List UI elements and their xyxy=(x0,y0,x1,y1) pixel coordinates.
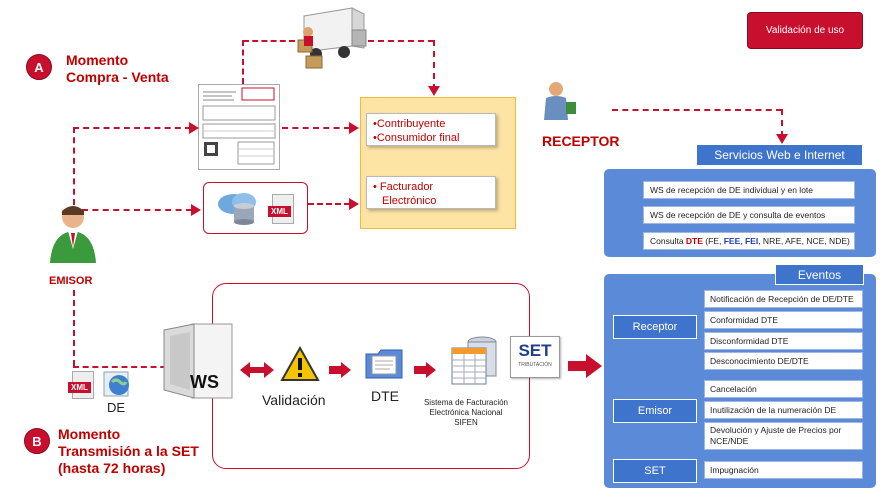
recipient-contribuyente: •Contribuyente xyxy=(373,118,446,130)
delivery-truck-icon xyxy=(297,7,367,69)
connector-truck-left xyxy=(243,40,295,42)
section-b-line1: Momento xyxy=(58,426,121,442)
section-a-badge: A xyxy=(26,54,52,80)
open-door-icon xyxy=(163,323,233,399)
ws-label: WS xyxy=(190,372,219,392)
xml-de-label: XML xyxy=(68,382,91,393)
consulta-comma: , xyxy=(740,236,745,246)
consulta-prefix: Consulta xyxy=(650,236,686,246)
events-set-label: SET xyxy=(613,459,697,483)
events-panel-title: Eventos xyxy=(775,264,864,285)
sifen-line3: SIFEN xyxy=(454,418,478,427)
section-a-title: Momento Compra - Venta xyxy=(66,52,169,86)
section-a-line1: Momento xyxy=(66,52,129,68)
set-logo: SET TRIBUTACIÓN xyxy=(510,336,560,378)
section-a-line2: Compra - Venta xyxy=(66,69,169,85)
cloud-database-icon xyxy=(218,193,256,225)
arrowhead-icon xyxy=(191,204,201,216)
section-b-title: Momento Transmisión a la SET (hasta 72 h… xyxy=(58,426,199,477)
connector-truck-down xyxy=(242,40,244,84)
facturador-line1: • Facturador xyxy=(373,181,434,193)
set-logo-text: SET xyxy=(518,341,552,360)
events-receptor-label: Receptor xyxy=(613,315,697,339)
event-item: Disconformidad DTE xyxy=(704,332,863,350)
ws-consulta-item: Consulta DTE (FE, FEE , FEI , NRE, AFE, … xyxy=(643,232,855,250)
arrowhead-icon xyxy=(189,122,199,134)
connector-cloud-orange xyxy=(308,203,350,205)
receptor-label: RECEPTOR xyxy=(542,133,620,149)
receptor-person-icon xyxy=(544,82,576,120)
section-b-line3: (hasta 72 horas) xyxy=(58,460,166,476)
section-b-badge: B xyxy=(24,428,50,454)
consulta-fei: FEI xyxy=(744,236,759,246)
connector-emisor-down xyxy=(73,290,75,366)
dte-label: DTE xyxy=(371,388,399,404)
connector-emisor-invoice xyxy=(73,127,191,129)
invoice-document-icon xyxy=(198,84,280,170)
event-item: Cancelación xyxy=(704,380,863,398)
ws-panel-title: Servicios Web e Internet xyxy=(697,145,862,165)
warning-icon xyxy=(280,346,320,381)
connector-emisor-cloud xyxy=(82,209,192,211)
recipient-types-box: •Contribuyente •Consumidor final xyxy=(366,113,496,146)
emisor-label: EMISOR xyxy=(49,275,93,287)
facturador-electronico-box: • Facturador Electrónico xyxy=(366,176,496,209)
consulta-dte: DTE xyxy=(685,236,703,246)
sifen-line1: Sistema de Facturación xyxy=(423,398,509,407)
right-arrow-icon xyxy=(329,362,351,378)
events-emisor-label: Emisor xyxy=(613,399,697,423)
emisor-person-icon xyxy=(50,206,96,263)
connector-invoice-orange xyxy=(282,127,350,129)
right-arrow-icon xyxy=(414,362,436,378)
folder-icon xyxy=(365,349,403,379)
event-item: Notificación de Recepción de DE/DTE xyxy=(704,290,863,308)
event-item: Devolución y Ajuste de Precios por NCE/N… xyxy=(704,422,863,450)
consulta-fee: FEE xyxy=(723,236,741,246)
xml-file-label: XML xyxy=(268,206,291,217)
connector-truck-right xyxy=(368,40,434,42)
arrowhead-icon xyxy=(776,134,788,144)
facturador-line2: Electrónico xyxy=(382,195,437,207)
xml-file-icon: XML xyxy=(268,194,296,224)
event-item: Conformidad DTE xyxy=(704,311,863,329)
section-b-line2: Transmisión a la SET xyxy=(58,443,199,459)
arrowhead-icon xyxy=(349,122,359,134)
event-item: Inutilización de la numeración DE xyxy=(704,401,863,419)
sifen-label: Sistema de Facturación Electrónica Nacio… xyxy=(412,398,520,428)
xml-file-icon: XML xyxy=(68,371,98,399)
globe-icon xyxy=(103,371,129,397)
set-logo-sub: TRIBUTACIÓN xyxy=(518,362,552,368)
de-label: DE xyxy=(107,400,126,415)
spreadsheet-database-icon xyxy=(451,336,497,385)
event-item: Desconocimiento DE/DTE xyxy=(704,352,863,370)
arrowhead-icon xyxy=(349,198,359,210)
ws-item: WS de recepción de DE individual y en lo… xyxy=(643,181,855,199)
validacion-de-uso-button[interactable]: Validación de uso xyxy=(747,12,863,49)
recipient-consumidor-final: •Consumidor final xyxy=(373,132,460,144)
ws-item: WS de recepción de DE y consulta de even… xyxy=(643,206,855,224)
consulta-rest: , NRE, AFE, NCE, NDE) xyxy=(758,236,850,246)
connector-emisor-up xyxy=(73,127,75,205)
double-arrow-icon xyxy=(240,362,274,378)
validacion-label: Validación xyxy=(262,392,326,408)
large-right-arrow-icon xyxy=(568,354,602,378)
connector-receptor xyxy=(612,109,782,111)
event-item: Impugnación xyxy=(704,461,863,479)
sifen-line2: Electrónica Nacional xyxy=(429,408,503,417)
consulta-open: (FE, xyxy=(702,236,724,246)
arrowhead-icon xyxy=(428,86,440,96)
connector-emisor-ws xyxy=(73,366,205,368)
connector-receptor-down xyxy=(781,109,783,137)
connector-to-orange xyxy=(433,40,435,90)
